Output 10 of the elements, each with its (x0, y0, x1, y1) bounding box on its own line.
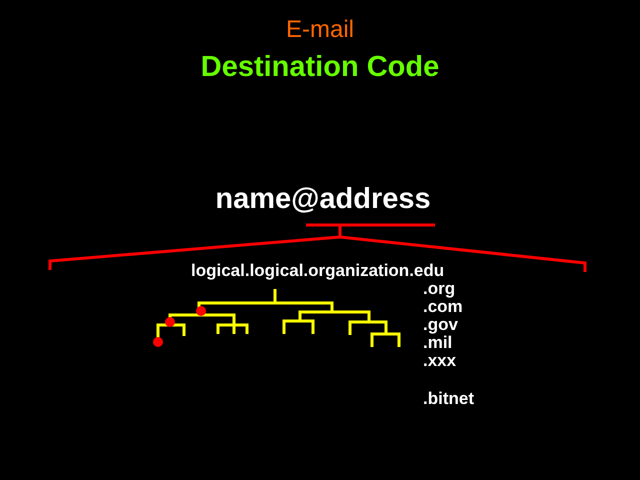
domain-suffix: .org (423, 280, 456, 299)
title: E-mail (284, 16, 355, 44)
subtitle: Destination Code (200, 52, 440, 84)
domain-name: logical.logical.organization.edu (191, 262, 444, 281)
address-format: name@address (215, 184, 431, 216)
domain-suffix: .mil (423, 334, 452, 353)
domain-suffix: .com (423, 298, 463, 317)
domain-suffix: .gov (423, 316, 458, 335)
domain-suffix: .bitnet (423, 390, 474, 409)
domain-suffix: .xxx (423, 352, 456, 371)
